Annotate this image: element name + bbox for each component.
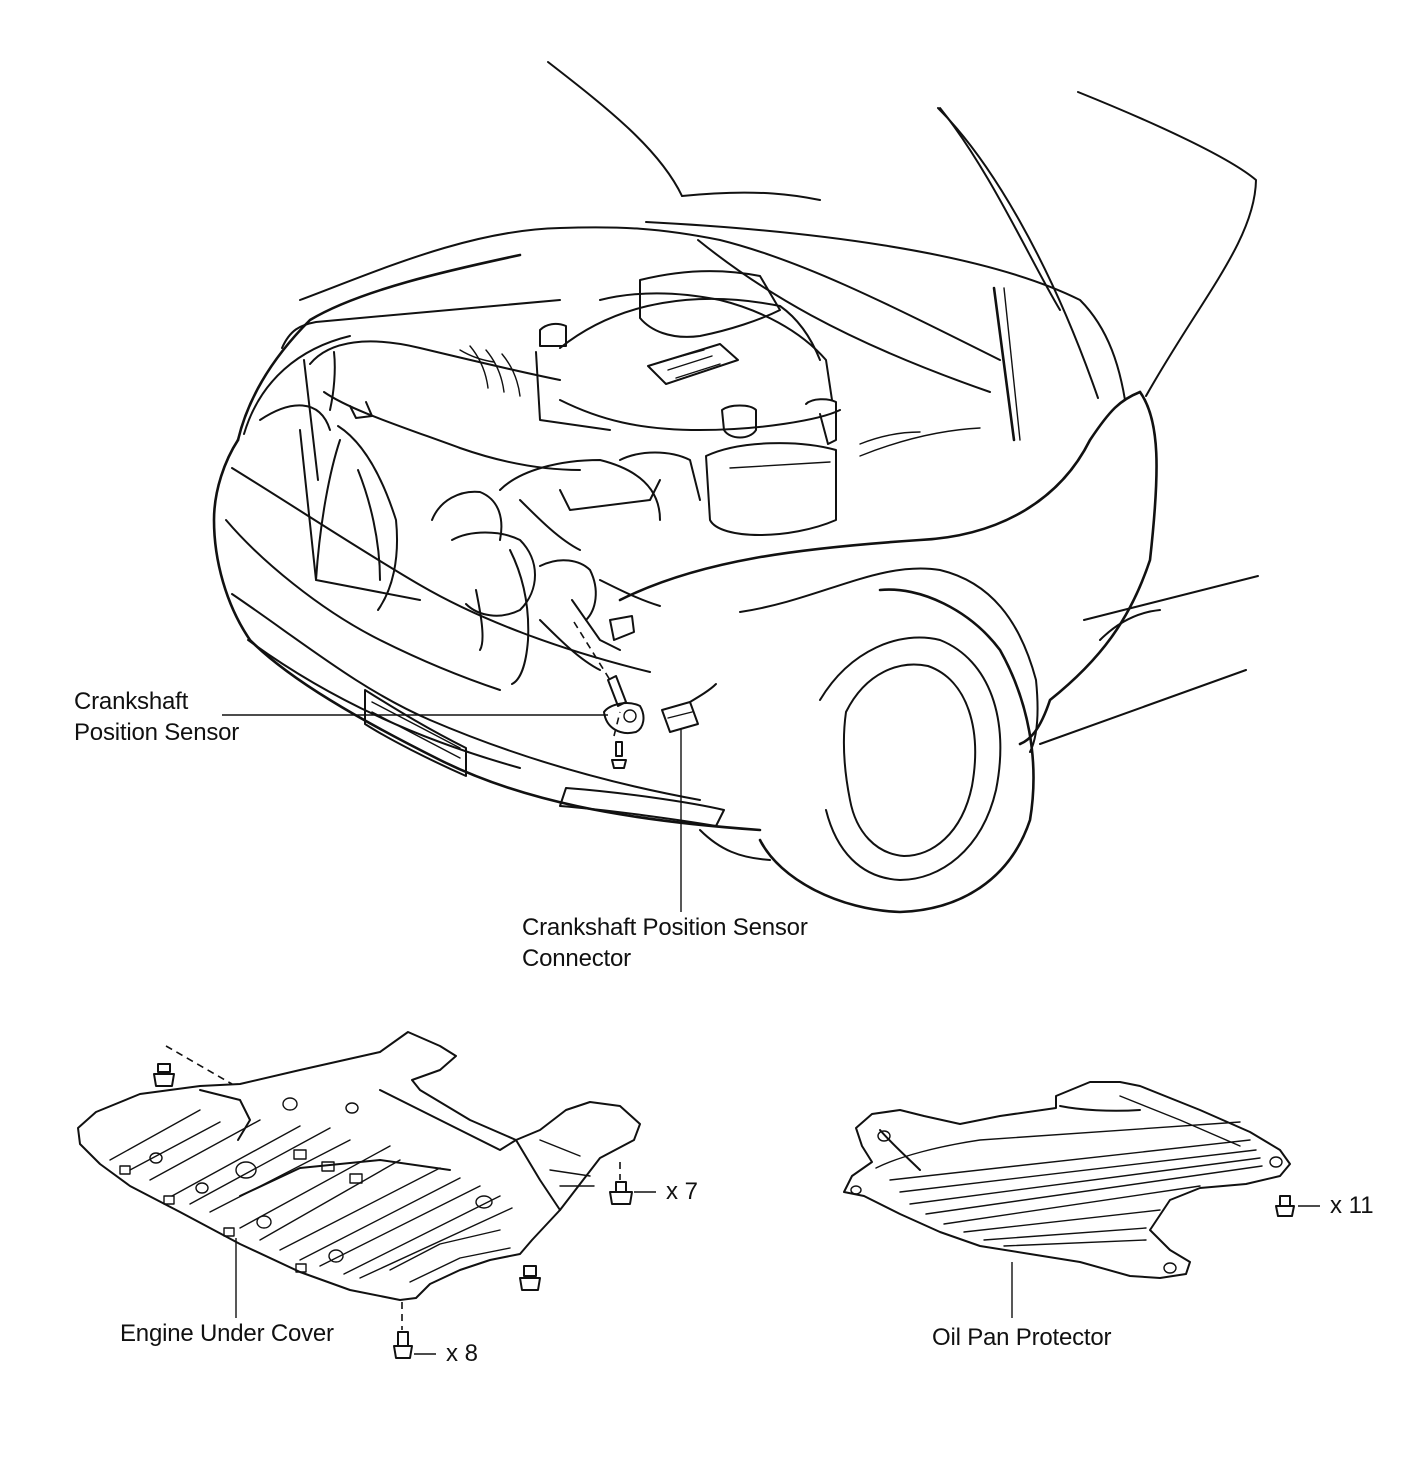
under-cover-right-bolt-quantity: x 7 <box>666 1178 699 1205</box>
crankshaft-position-sensor-connector-label-line1: Crankshaft Position Sensor <box>522 914 808 941</box>
crankshaft-position-sensor-connector-label: Crankshaft Position Sensor Connector <box>522 912 808 974</box>
under-cover-bottom-bolt-quantity: x 8 <box>446 1340 479 1367</box>
oil-pan-protector-label: Oil Pan Protector <box>932 1324 1112 1351</box>
crankshaft-position-sensor-label-line2: Position Sensor <box>74 719 240 746</box>
under-cover-clip-top <box>153 1045 233 1087</box>
engine-under-cover-illustration <box>77 1031 641 1301</box>
crankshaft-position-sensor-label-line1: Crankshaft <box>74 688 189 715</box>
under-cover-bolt-bottom <box>393 1302 413 1359</box>
oil-pan-bolt-quantity: x 11 <box>1330 1192 1374 1219</box>
oil-pan-protector-illustration <box>843 1081 1291 1279</box>
crankshaft-position-sensor-label: Crankshaft Position Sensor <box>74 686 239 748</box>
under-cover-clip-bottom <box>519 1265 541 1291</box>
crankshaft-position-sensor-connector-label-line2: Connector <box>522 945 631 972</box>
under-cover-bolt-right <box>609 1162 633 1205</box>
car-front-illustration <box>212 61 1259 914</box>
engine-under-cover-label: Engine Under Cover <box>120 1320 334 1347</box>
oil-pan-bolt <box>1275 1195 1295 1217</box>
